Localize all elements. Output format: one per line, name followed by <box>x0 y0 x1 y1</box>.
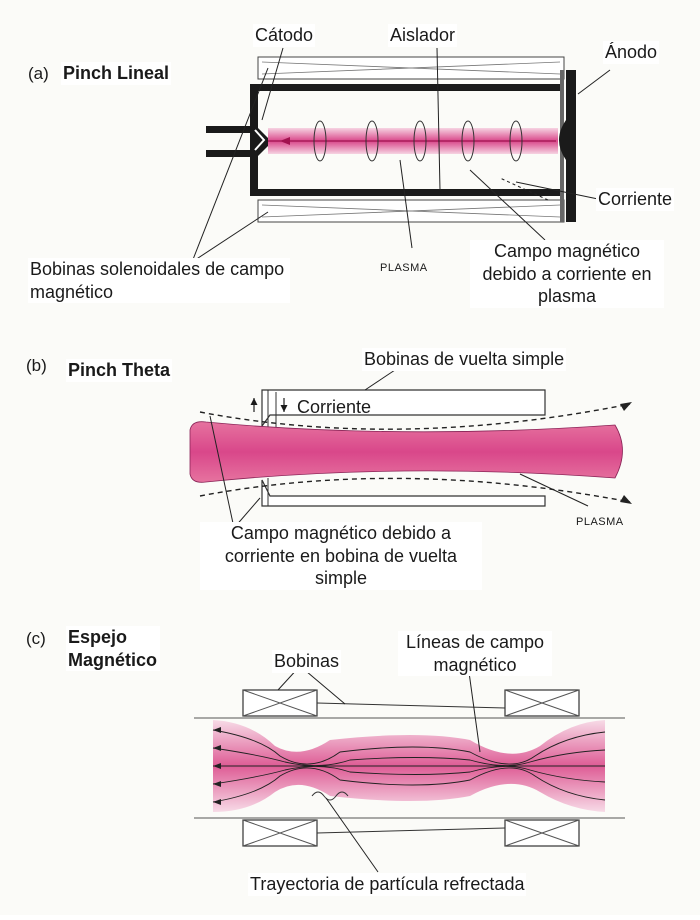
panel-a-tag: (a) <box>28 64 49 83</box>
label-field-lines: Líneas de campo magnético <box>398 631 552 676</box>
panel-b-tag: (b) <box>26 356 47 375</box>
panel-b-artwork <box>189 367 632 529</box>
label-particle-trajectory: Trayectoria de partícula refrectada <box>248 873 527 896</box>
label-single-turn-coils: Bobinas de vuelta simple <box>362 348 567 371</box>
particle-trajectory <box>311 791 349 801</box>
label-plasma-field: Campo magnético debido a corriente en pl… <box>470 240 664 308</box>
label-cathode: Cátodo <box>253 24 316 47</box>
label-current-a: Corriente <box>596 188 675 211</box>
label-plasma-b: PLASMA <box>576 516 624 528</box>
panel-a-artwork <box>191 47 611 263</box>
panel-c-artwork <box>194 664 625 873</box>
single-turn-coil-top <box>261 389 546 428</box>
panel-c-tag: (c) <box>26 629 46 648</box>
single-turn-coil-bottom <box>261 479 546 507</box>
label-anode: Ánodo <box>603 41 660 64</box>
label-mirror-coils: Bobinas <box>272 650 342 673</box>
panel-c-title: Espejo Magnético <box>66 626 160 671</box>
anode-plate <box>566 70 576 222</box>
panel-a-title: Pinch Lineal <box>61 62 172 85</box>
label-current-b: Corriente <box>297 397 372 417</box>
label-insulator: Aislador <box>388 24 458 47</box>
label-solenoid-coils: Bobinas solenoidales de campo magnético <box>28 258 290 303</box>
plasma-tube-b <box>189 421 623 483</box>
panel-b-title: Pinch Theta <box>66 359 173 382</box>
label-coil-field: Campo magnético debido a corriente en bo… <box>200 522 482 590</box>
label-plasma-a: PLASMA <box>380 262 428 274</box>
